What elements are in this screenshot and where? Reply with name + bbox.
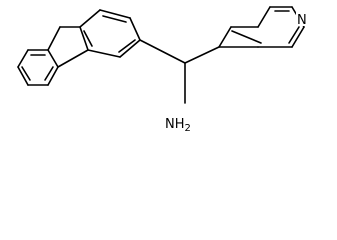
chemical-structure-diagram: N NH2 [17, 6, 308, 134]
pyridine-ring [218, 6, 305, 48]
amine-group-label: NH2 [164, 114, 194, 134]
svg-text:NH2: NH2 [165, 117, 191, 134]
fluorene-right-benzene-ring [79, 9, 141, 58]
central-methine-bonds [139, 39, 220, 104]
fluorene-left-benzene-ring [17, 49, 59, 86]
amine-label-main: NH [165, 117, 185, 132]
fluorene-five-membered-ring [47, 26, 89, 68]
amine-label-subscript: 2 [185, 123, 191, 134]
svg-text:N: N [297, 13, 307, 28]
pyridine-nitrogen-label: N [296, 12, 308, 28]
